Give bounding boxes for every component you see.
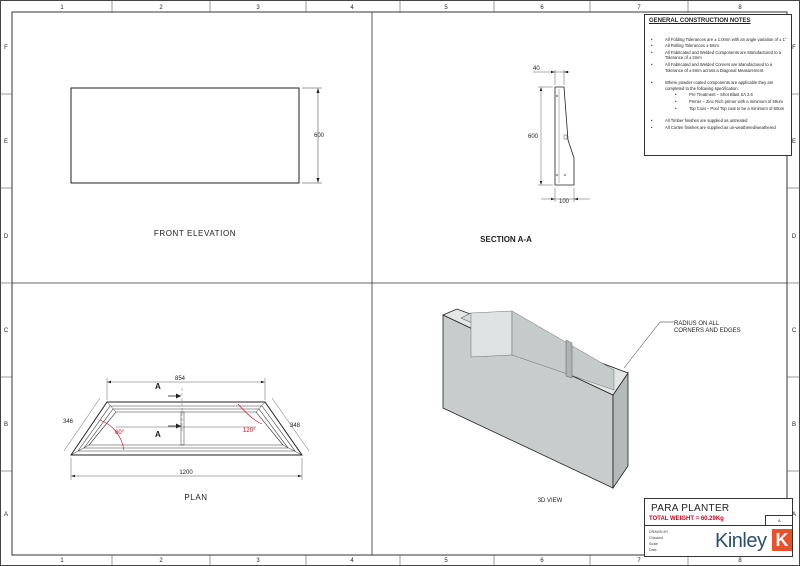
3d-view-label: 3D VIEW: [538, 498, 563, 504]
angle-arc-right: [237, 403, 263, 425]
col-label-bottom: 2: [159, 558, 163, 564]
col-label-top: 5: [444, 5, 448, 11]
row-label-left: F: [4, 45, 8, 51]
plan-right-dim: 348: [290, 423, 301, 429]
note-subitem: Top Coat – Pool Top coat to be a minimum…: [649, 106, 787, 112]
section-profile: [554, 86, 575, 186]
meta-line: DRAWN BY: [649, 530, 669, 534]
col-label-top: 7: [637, 5, 641, 11]
row-label-right: C: [792, 328, 797, 334]
col-label-top: 2: [159, 5, 163, 11]
note-item: All Fabricated and Welded Components are…: [649, 50, 787, 61]
drawing-title: PARA PLANTER: [651, 503, 730, 514]
planter-divider: [565, 339, 573, 379]
total-weight: TOTAL WEIGHT = 60.29Kg: [649, 516, 724, 522]
col-label-top: 8: [738, 5, 742, 11]
note-item: All Timber finishes are supplied as untr…: [649, 118, 787, 124]
section-bottom-dim: 100: [559, 199, 570, 205]
title-block: PARA PLANTER TOTAL WEIGHT = 60.29Kg A DR…: [644, 498, 793, 557]
row-label-left: A: [4, 512, 8, 518]
meta-line: Date: [649, 548, 657, 552]
callout-leader: [623, 321, 661, 369]
callout-line-1: RADIUS ON ALL: [674, 321, 720, 327]
note-item: Where powder coated components are appli…: [649, 80, 787, 91]
col-label-bottom: 4: [350, 558, 354, 564]
kinley-logo-mark: K: [772, 529, 792, 551]
row-label-right: B: [792, 422, 796, 428]
front-panel: [70, 87, 300, 184]
kinley-logo-text: Kinley: [715, 530, 767, 552]
notes-title: GENERAL CONSTRUCTION NOTES: [649, 18, 751, 24]
plan-label: PLAN: [184, 493, 207, 502]
callout-line-2: CORNERS AND EDGES: [674, 328, 741, 334]
construction-notes-panel: GENERAL CONSTRUCTION NOTES All Folding T…: [644, 14, 792, 156]
section-a-a-view: 40 600 100 SECTION A-A: [480, 66, 590, 244]
plan-angle-left: 60°: [115, 430, 125, 436]
title-block-meta: DRAWN BY Checked Scale Date: [649, 529, 668, 553]
row-label-right: D: [792, 234, 797, 240]
col-label-top: 3: [256, 5, 260, 11]
col-label-bottom: 5: [444, 558, 448, 564]
note-subitem: Primer – Zinc Rich primer with a minimum…: [649, 99, 787, 105]
row-label-left: D: [4, 234, 9, 240]
col-label-bottom: 3: [256, 558, 260, 564]
zone-labels: 1 2 3 4 5 6 7 8 1 2 3 4 5 6 7 8 F E D C …: [4, 5, 797, 564]
col-label-top: 4: [350, 5, 354, 11]
section-height-dim: 600: [528, 134, 539, 140]
col-label-top: 1: [60, 5, 64, 11]
row-label-right: E: [792, 139, 796, 145]
note-item: All Rolling Tolerances ± 5mm: [649, 43, 787, 49]
row-label-right: F: [792, 45, 796, 51]
revision-box: A: [765, 515, 792, 525]
angle-arc-left: [99, 419, 125, 451]
front-elevation-view: 600 FRONT ELEVATION: [70, 87, 325, 238]
col-label-bottom: 6: [540, 558, 544, 564]
plan-angle-right: 120°: [243, 428, 256, 434]
revision-value: A: [778, 518, 781, 523]
meta-line: Scale: [649, 542, 658, 546]
section-marker-top: A: [155, 382, 161, 391]
row-label-left: E: [4, 139, 8, 145]
col-label-bottom: 7: [637, 558, 641, 564]
plan-outer-outline: [70, 401, 303, 456]
3d-view: RADIUS ON ALL CORNERS AND EDGES 3D VIEW: [442, 308, 741, 504]
plan-top-dim: 854: [175, 376, 186, 382]
row-label-left: B: [4, 422, 8, 428]
col-label-bottom: 1: [60, 558, 64, 564]
meta-line: Checked: [649, 536, 664, 540]
note-subitem: Pre Treatment – Shot Blast SA 2.5: [649, 92, 787, 98]
plan-left-dim: 346: [63, 419, 74, 425]
front-height-dim: 600: [314, 133, 325, 139]
note-item: All Fabricated and Welded Corners are Ma…: [649, 62, 787, 73]
note-item: All Corten finishes are supplied as un-w…: [649, 125, 787, 131]
front-elevation-label: FRONT ELEVATION: [154, 229, 236, 238]
col-label-top: 6: [540, 5, 544, 11]
col-label-bottom: 8: [738, 558, 742, 564]
section-marker-bottom: A: [155, 430, 161, 439]
row-label-left: C: [4, 328, 9, 334]
plan-bottom-dim: 1200: [179, 470, 193, 476]
row-label-right: A: [792, 512, 796, 518]
section-a-a-label: SECTION A-A: [480, 235, 532, 244]
note-item: All Folding Tolerances are ± 1.0mm with …: [649, 37, 787, 43]
section-top-dim: 40: [533, 66, 540, 72]
inner-border: [11, 11, 788, 556]
plan-view: A A 854 1200 346 348 60° 120° PLAN: [63, 376, 310, 502]
